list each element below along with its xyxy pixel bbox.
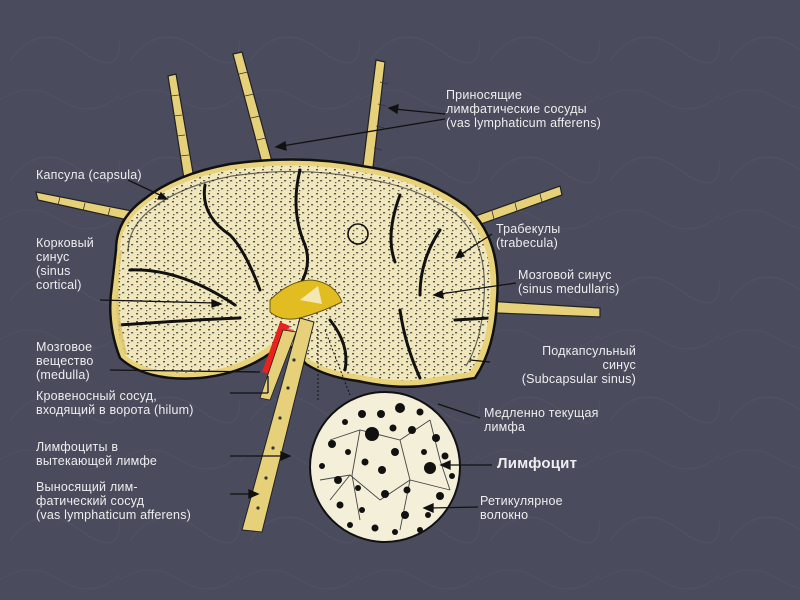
blood-vessel-label: Кровеносный сосуд, входящий в ворота (hi… [36,389,194,417]
medulla-label: Мозговое вещество (medulla) [36,340,94,382]
lymphocyte-label: Лимфоцит [497,457,577,471]
lymphocytes-in-lymph-label: Лимфоциты в вытекающей лимфе [36,440,157,468]
zoom-circle-icon [310,392,460,542]
capsule-label: Капсула (capsula) [36,168,142,182]
cortical-sinus-label: Корковый синус (sinus cortical) [36,236,94,292]
reticular-fiber-label: Ретикулярное волокно [480,494,563,522]
subcapsular-sinus-label: Подкапсульный синус (Subcapsular sinus) [492,344,636,386]
afferent-vessels-label: Приносящие лимфатические сосуды (vas lym… [446,88,601,130]
trabeculae-label: Трабекулы (trabecula) [496,222,560,250]
efferent-vessel-label: Выносящий лим- фатический сосуд (vas lym… [36,480,191,522]
medullary-sinus-label: Мозговой синус (sinus medullaris) [518,268,620,296]
slow-lymph-label: Медленно текущая лимфа [484,406,599,434]
